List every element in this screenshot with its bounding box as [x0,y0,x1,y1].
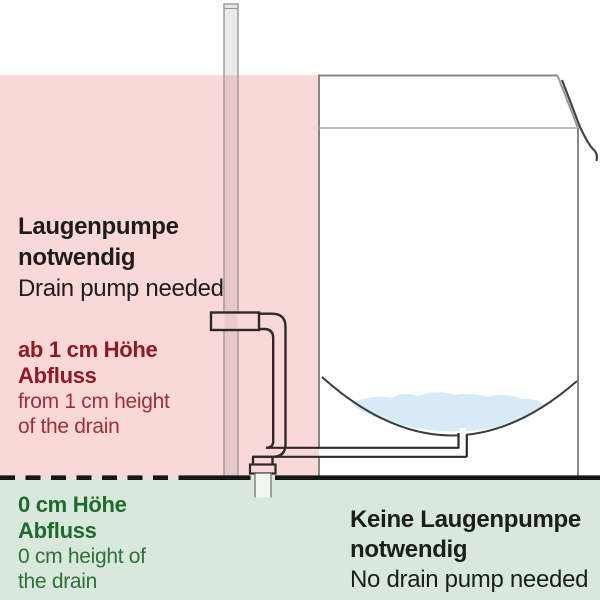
label-no-pump-needed-de-line1: Keine Laugenpumpe [350,506,581,533]
wash-tub [321,376,578,457]
power-cable [560,79,599,162]
label-condition-0cm: 0 cm Höhe Abfluss 0 cm height of the dra… [18,492,146,594]
label-condition-above-1cm: ab 1 cm Höhe Abfluss from 1 cm height of… [18,337,170,439]
label-condition-red-de-line2: Abfluss [18,363,97,388]
standpipe-inlet-fitting [209,311,261,332]
fitting-pipe-shadow [224,314,238,329]
tub-outlet-gap [459,428,466,447]
label-condition-green-en-line1: 0 cm height of [18,545,146,568]
machine-drain-hose [252,446,467,458]
label-pump-needed-de-line1: Laugenpumpe [18,213,179,240]
standpipe-tube [223,3,239,477]
drain-standpipe [223,3,239,477]
label-no-pump-needed: Keine Laugenpumpe notwendig No drain pum… [350,505,588,595]
machine-left-top-edge [318,74,558,448]
label-pump-needed: Laugenpumpe notwendig Drain pump needed [18,211,224,304]
label-condition-green-en-line2: the drain [18,570,98,593]
floor-drain [248,456,277,498]
label-condition-green-de-line2: Abfluss [18,518,97,543]
zone-pump-needed [0,75,319,478]
machine-body [319,75,578,477]
zone-no-pump-needed [0,478,600,600]
label-no-pump-needed-en: No drain pump needed [350,566,589,593]
label-no-pump-needed-de-line2: notwendig [350,536,468,563]
water [352,392,545,432]
drain-pipe-underground [254,473,272,498]
label-condition-green-de-line1: 0 cm Höhe [18,492,127,517]
label-condition-red-en-line2: of the drain [18,415,120,438]
label-condition-red-en-line1: from 1 cm height [18,390,170,413]
machine-top-bevel [556,75,579,129]
label-condition-red-de-line1: ab 1 cm Höhe [18,337,158,362]
label-pump-needed-de-line2: notwendig [18,244,136,271]
tub-arc [321,376,578,437]
fitting-body [209,311,261,332]
drain-flange [248,463,277,475]
label-pump-needed-en: Drain pump needed [18,275,224,302]
washing-machine [318,74,599,477]
